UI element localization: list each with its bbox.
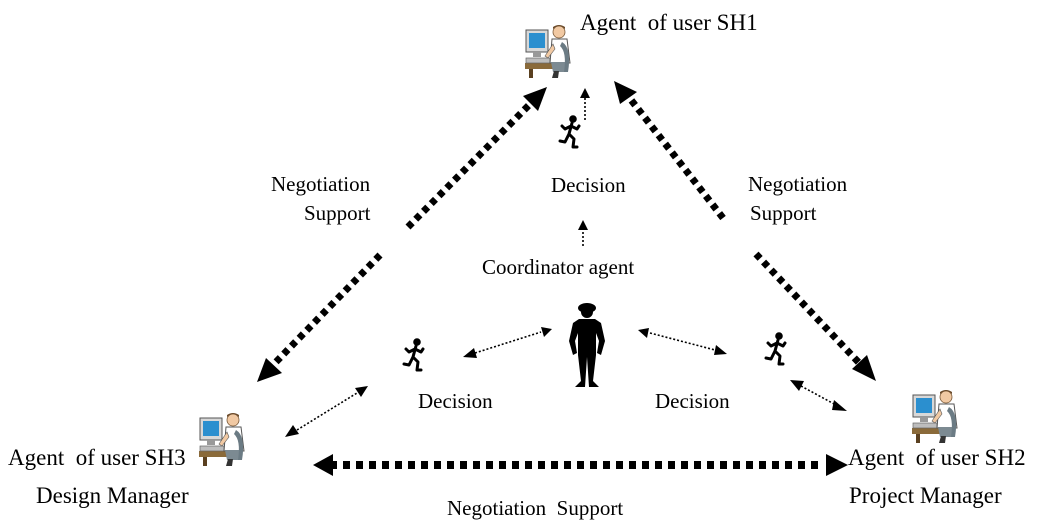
negotiation-right-line2: Support xyxy=(750,201,817,225)
coordinator-left-decision-arrow xyxy=(463,327,552,358)
decision-left-label: Decision xyxy=(418,389,493,413)
coordinator-to-decision-arrow xyxy=(578,220,588,246)
sh3-role-label: Design Manager xyxy=(36,483,189,508)
computer-user-icon xyxy=(520,21,572,79)
negotiation-arrow-right xyxy=(614,81,876,381)
running-person-icon xyxy=(764,330,787,366)
computer-user-icon xyxy=(194,409,246,467)
sh3-left-decision-arrow xyxy=(285,386,368,437)
decision-top-label: Decision xyxy=(551,173,626,197)
running-person-icon xyxy=(558,113,581,149)
decision-arrow-up-sh1 xyxy=(580,88,590,120)
agent-sh1-label: Agent of user SH1 xyxy=(580,10,758,35)
negotiation-arrow-bottom xyxy=(313,454,848,476)
negotiation-left-line2: Support xyxy=(304,201,371,225)
coordinator-right-decision-arrow xyxy=(638,328,727,355)
running-person-icon xyxy=(402,336,425,372)
sh2-right-decision-arrow xyxy=(790,380,847,411)
agent-sh2-label: Agent of user SH2 xyxy=(848,445,1026,470)
negotiation-left-line1: Negotiation xyxy=(271,172,371,196)
coordinator-agent-label: Coordinator agent xyxy=(482,255,634,279)
sh2-role-label: Project Manager xyxy=(849,483,1002,508)
negotiation-right-line1: Negotiation xyxy=(748,172,848,196)
computer-user-icon xyxy=(907,386,959,444)
negotiation-bottom-label: Negotiation Support xyxy=(447,496,623,520)
negotiation-arrow-left xyxy=(257,87,547,382)
agent-sh3-label: Agent of user SH3 xyxy=(8,445,186,470)
decision-right-label: Decision xyxy=(655,389,730,413)
shadow-figure-icon xyxy=(569,303,605,387)
